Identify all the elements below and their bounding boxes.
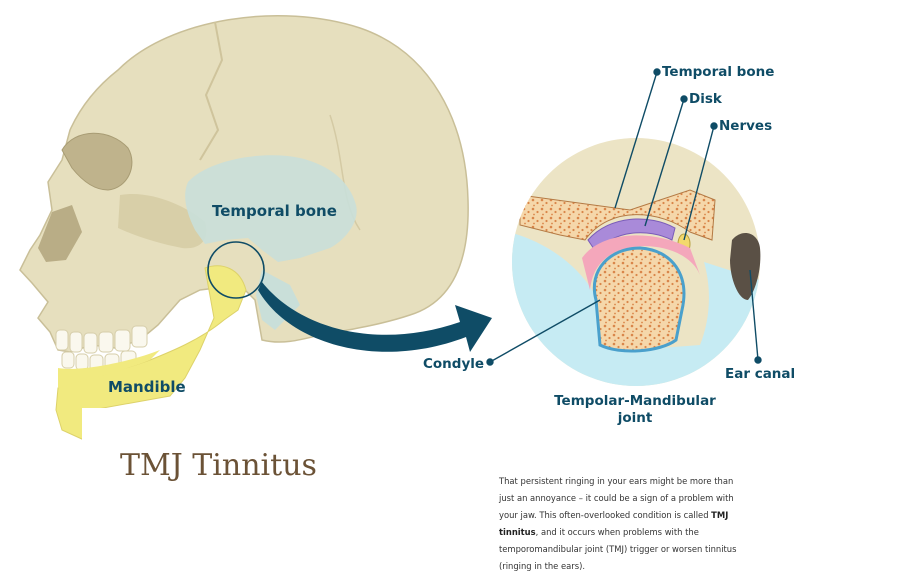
temporal-bone-detail	[519, 189, 716, 241]
article-paragraph: That persistent ringing in your ears mig…	[499, 473, 749, 575]
joint-detail	[512, 138, 761, 386]
label-disk: Disk	[689, 91, 723, 107]
paragraph-part2: , and it occurs when problems with the t…	[499, 527, 737, 571]
label-temporal-bone-detail: Temporal bone	[662, 64, 774, 80]
label-ear-canal: Ear canal	[725, 366, 795, 382]
label-joint-line1: Tempolar-Mandibular	[554, 393, 716, 409]
leader-lines	[486, 68, 762, 366]
nasal-cavity	[38, 205, 82, 262]
article-title: TMJ Tinnitus	[120, 448, 317, 483]
teeth	[55, 325, 148, 372]
label-mandible: Mandible	[108, 378, 186, 396]
eye-socket	[61, 132, 133, 191]
skull-illustration	[19, 15, 469, 445]
label-joint-line2: joint	[617, 410, 653, 426]
condyle-detail	[592, 246, 686, 353]
ear-canal	[730, 233, 761, 300]
paragraph-part1: That persistent ringing in your ears mig…	[499, 476, 734, 520]
label-condyle: Condyle	[423, 356, 484, 372]
temporal-bone-region	[185, 155, 357, 262]
label-temporal-bone-skull: Temporal bone	[212, 202, 337, 220]
label-nerves: Nerves	[719, 118, 772, 134]
pointer-arrow	[258, 282, 492, 352]
paragraph-bold-term: TMJ tinnitus	[499, 510, 729, 537]
joint-focus-circle	[207, 241, 265, 299]
tmj-diagram: Temporal bone Mandible Temporal bone Dis…	[19, 15, 796, 445]
